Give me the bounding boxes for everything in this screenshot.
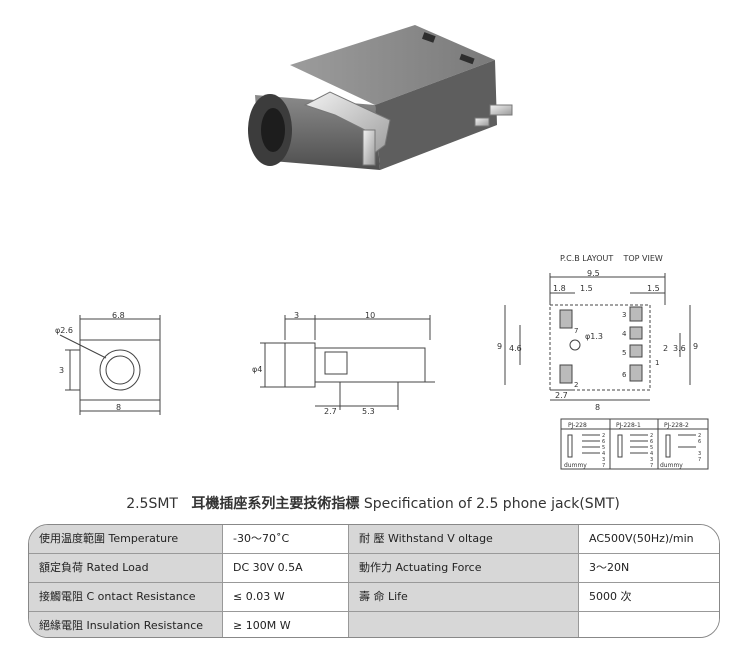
schematic-pin: 5 [650, 445, 653, 451]
schematic-pin: 4 [650, 451, 653, 457]
spec-title-prefix: 2.5SMT [126, 496, 178, 512]
spec-row: 接觸電阻 C ontact Resistance ≤ 0.03 W 壽 命 Li… [29, 583, 719, 611]
spec-label: 接觸電阻 C ontact Resistance [29, 583, 223, 611]
schematic-pin: 6 [698, 439, 701, 445]
pcb-pin-label: 5 [622, 349, 626, 357]
schematic-pin: 2 [602, 433, 605, 439]
spec-label: 耐 壓 Withstand V oltage [349, 525, 579, 553]
pcb-pin-label: 1 [655, 359, 659, 367]
spec-label: 壽 命 Life [349, 583, 579, 611]
schematic-model: PJ-228-2 [664, 422, 689, 429]
schematic-pin: 7 [602, 463, 605, 469]
pcb-pin-label: 3 [622, 311, 626, 319]
row-divider [29, 611, 719, 612]
spec-value: 5000 次 [579, 583, 719, 611]
pcb-total-width: 9.5 [587, 269, 600, 278]
schematic-pin: 4 [602, 451, 605, 457]
pcb-layout-drawing: 9.5 1.8 1.5 1.5 φ1.3 9 4.6 2 3.6 9 2.7 8… [497, 269, 698, 412]
pcb-dim-15a: 1.5 [580, 284, 593, 293]
spec-value: 3～20N [579, 554, 719, 582]
pcb-layout-label: P.C.B LAYOUT [560, 254, 614, 263]
schematic-pin: 2 [698, 433, 701, 439]
spec-row: 額定負荷 Rated Load DC 30V 0.5A 動作力 Actuatin… [29, 554, 719, 582]
spec-value [579, 612, 719, 637]
front-height-dim: 3 [59, 366, 64, 375]
side-pitch2-dim: 5.3 [362, 407, 375, 416]
schematic-pin: 2 [650, 433, 653, 439]
pcb-d27: 2.7 [555, 391, 568, 400]
spec-label: 絕緣電阻 Insulation Resistance [29, 612, 223, 637]
schematics-box: PJ-228 PJ-228-1 PJ-228-2 dummy dummy 2 6… [560, 418, 709, 470]
schematic-model: PJ-228 [568, 422, 587, 429]
spec-row: 使用温度範圍 Temperature -30～70˚C 耐 壓 Withstan… [29, 525, 719, 553]
spec-label: 動作力 Actuating Force [349, 554, 579, 582]
pcb-pin-label: 2 [574, 381, 578, 389]
pcb-dim-15b: 1.5 [647, 284, 660, 293]
spec-value: ≥ 100M W [223, 612, 349, 637]
front-hole-dim: φ2.6 [55, 326, 73, 335]
pcb-h9-left: 9 [497, 342, 502, 351]
front-view-drawing: 6.8 φ2.6 3 8 [55, 311, 161, 415]
front-width-top: 6.8 [112, 311, 125, 320]
schematic-pin: 6 [650, 439, 653, 445]
pcb-h9-right: 9 [693, 342, 698, 351]
schematic-model: PJ-228-1 [616, 422, 641, 429]
row-divider [29, 582, 719, 583]
front-width-bottom: 8 [116, 403, 121, 412]
spec-title: 2.5SMT 耳機插座系列主要技術指標 Specification of 2.5… [0, 493, 746, 513]
row-divider [29, 553, 719, 554]
side-left-dim: 3 [294, 311, 299, 320]
spec-table: 使用温度範圍 Temperature -30～70˚C 耐 壓 Withstan… [28, 524, 720, 638]
spec-row: 絕緣電阻 Insulation Resistance ≥ 100M W [29, 612, 719, 637]
spec-label: 使用温度範圍 Temperature [29, 525, 223, 553]
spec-value: ≤ 0.03 W [223, 583, 349, 611]
side-length-dim: 10 [365, 311, 375, 320]
side-pitch1-dim: 2.7 [324, 407, 337, 416]
schematic-pin: 7 [698, 457, 701, 463]
spec-value: -30～70˚C [223, 525, 349, 553]
top-view-label: TOP VIEW [623, 254, 663, 263]
schematic-pin: 5 [602, 445, 605, 451]
spec-title-chinese: 耳機插座系列主要技術指標 [191, 496, 360, 512]
pcb-pin-label: 4 [622, 330, 627, 338]
schematic-pin: 6 [602, 439, 605, 445]
spec-value: AC500V(50Hz)/min [579, 525, 719, 553]
spec-label [349, 612, 579, 637]
spec-title-english: Specification of 2.5 phone jack(SMT) [363, 496, 620, 512]
pcb-pin-label: 6 [622, 371, 627, 379]
schematic-pin: 7 [650, 463, 653, 469]
schematic-pin: 3 [698, 451, 701, 457]
product-photo [248, 25, 513, 170]
pcb-h46: 4.6 [509, 344, 522, 353]
pcb-pin-label: 7 [574, 327, 578, 335]
spec-value: DC 30V 0.5A [223, 554, 349, 582]
pcb-d36: 3.6 [673, 344, 686, 353]
pcb-dim-18: 1.8 [553, 284, 566, 293]
side-diameter-dim: φ4 [252, 365, 262, 374]
pcb-d2: 2 [663, 344, 668, 353]
pcb-d8: 8 [595, 403, 600, 412]
schematic-pin: 3 [650, 457, 653, 463]
spec-label: 額定負荷 Rated Load [29, 554, 223, 582]
schematic-dummy: dummy [564, 462, 587, 469]
pcb-hole-dim: φ1.3 [585, 332, 603, 341]
schematic-dummy: dummy [660, 462, 683, 469]
side-view-drawing: 3 10 φ4 2.7 5.3 [252, 311, 435, 416]
schematic-pin: 3 [602, 457, 605, 463]
pcb-headings: P.C.B LAYOUT TOP VIEW [560, 254, 663, 263]
